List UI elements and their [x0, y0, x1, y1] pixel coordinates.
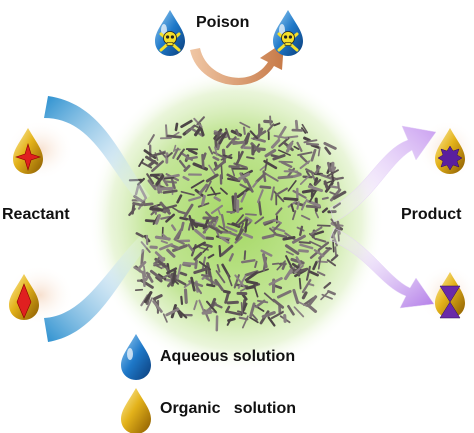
- skull-crossbones-icon: [277, 31, 299, 52]
- legend-organic-label: Organic solution: [160, 400, 297, 417]
- porous-catalyst: [128, 115, 347, 332]
- reactant-arrow-bottom: [44, 236, 148, 342]
- purple-hourglass-icon: [439, 285, 461, 319]
- poison-arrow: [190, 42, 284, 86]
- poison-label: Poison: [196, 14, 250, 31]
- purple-starburst-icon: [437, 145, 463, 171]
- product-arrow-top: [329, 125, 437, 223]
- skull-crossbones-icon: [159, 31, 181, 52]
- catalyst-glow: [88, 68, 384, 372]
- legend-organic-drop: [121, 388, 151, 433]
- reactant-label: Reactant: [2, 206, 70, 223]
- product-arrow-bottom: [329, 227, 435, 309]
- product-label: Product: [401, 206, 462, 223]
- red-diamond-icon: [16, 283, 32, 319]
- reactant-arrow-top: [44, 96, 150, 204]
- legend-aqueous-drop: [121, 334, 151, 380]
- legend-aqueous-label: Aqueous solution: [160, 348, 296, 365]
- red-star-icon: [15, 142, 41, 172]
